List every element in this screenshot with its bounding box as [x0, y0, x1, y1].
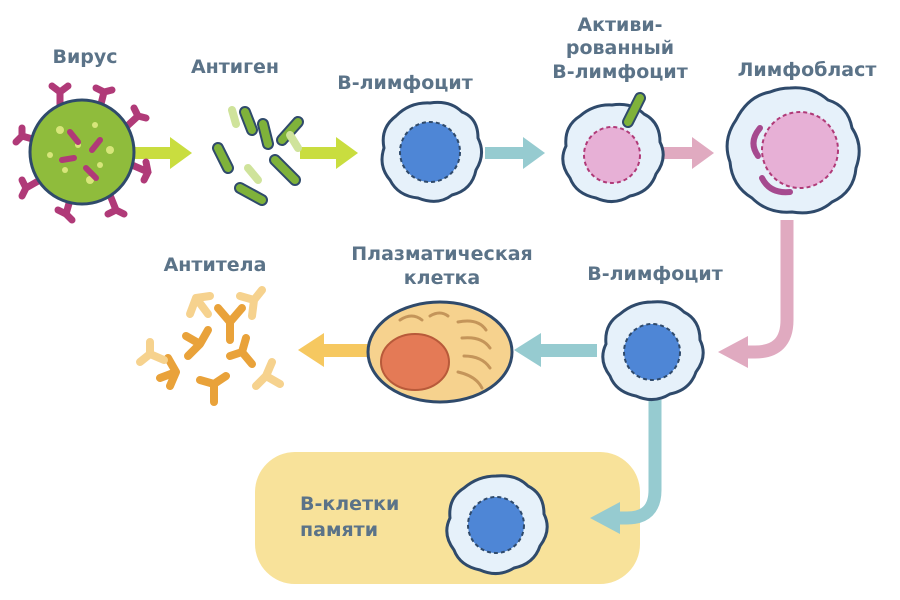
arrow-virus-to-antigen — [132, 137, 192, 169]
arrow-plasma-to-antibodies — [298, 333, 370, 367]
label-antibodies: Антитела — [163, 254, 267, 276]
memory-b-cell — [445, 474, 549, 575]
label-activated-line3: B-лимфоцит — [552, 61, 688, 83]
arrow-lymphoblast-to-blymphocyte — [718, 220, 794, 368]
arrow-blymphocyte-to-activated — [485, 137, 545, 169]
label-memory-line2: памяти — [300, 519, 379, 541]
arrow-blymphocyte-to-plasma — [514, 333, 597, 367]
memory-cells-box — [255, 452, 640, 584]
lymphoblast-cell — [725, 86, 861, 215]
virus-icon — [12, 82, 152, 224]
label-antigen: Антиген — [190, 56, 280, 78]
label-plasma-line2: клетка — [403, 267, 481, 289]
label-activated-line2: рованный — [565, 37, 675, 59]
label-virus: Вирус — [52, 46, 118, 68]
plasma-cell — [366, 300, 514, 404]
label-plasma-line1: Плазматическая — [351, 243, 533, 265]
arrow-blymphocyte-to-memory — [590, 400, 662, 534]
label-b-lymphocyte-mid: B-лимфоцит — [587, 263, 723, 285]
label-b-lymphocyte-top: B-лимфоцит — [337, 72, 473, 94]
b-lymphocyte-cell-top — [380, 100, 483, 203]
antigen-icon — [212, 106, 304, 206]
b-lymphocyte-cell-mid — [601, 300, 705, 401]
label-memory-line1: B-клетки — [300, 493, 400, 515]
label-lymphoblast: Лимфобласт — [737, 59, 877, 81]
arrow-activated-to-lymphoblast — [662, 137, 714, 169]
activated-b-lymphocyte-cell — [561, 92, 665, 203]
arrow-antigen-to-blymphocyte — [300, 137, 358, 169]
label-activated-line1: Активи- — [577, 14, 663, 36]
antibodies-icon — [136, 286, 284, 406]
